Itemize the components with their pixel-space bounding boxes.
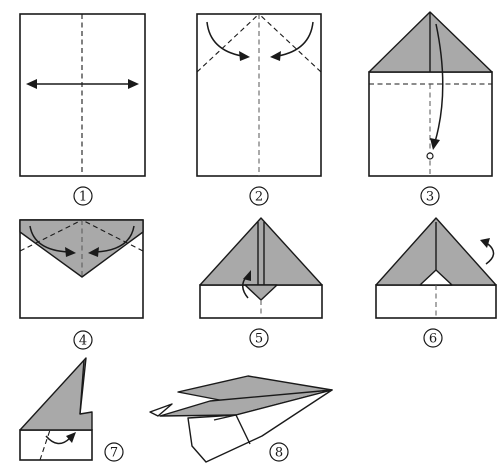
left-fold-line: [19, 219, 83, 252]
step-4-label: 4: [79, 334, 87, 349]
wing-fold-line: [39, 429, 51, 461]
step-3-diagram: [368, 11, 493, 177]
step-1-diagram: [19, 13, 146, 177]
right-fold-line: [258, 13, 322, 73]
right-fold-line: [81, 219, 144, 252]
step-6-label: 6: [429, 332, 437, 347]
step-2-label: 2: [255, 190, 263, 205]
wing-tip: [149, 403, 173, 417]
half-folded-body: [19, 357, 93, 431]
step-5-label: 5: [255, 332, 263, 347]
step-8-label: 8: [275, 446, 283, 461]
curved-arrow-icon: [95, 225, 135, 253]
fold-back-arrow-icon: [485, 243, 495, 265]
left-fold-line: [196, 13, 260, 73]
step-8-number: 8: [269, 442, 289, 462]
step-5-number: 5: [249, 328, 269, 348]
curved-arrow-icon: [29, 225, 69, 253]
step-3-label: 3: [426, 190, 434, 205]
step-2-number: 2: [249, 186, 269, 206]
small-tip-flap: [244, 284, 278, 301]
target-point-icon: [426, 152, 434, 160]
step-6-number: 6: [423, 328, 443, 348]
step-4-diagram: [19, 219, 144, 319]
fold-down-arrow-icon: [434, 23, 444, 143]
step-5-diagram: [199, 217, 323, 319]
curved-arrow-icon: [206, 21, 243, 57]
step-4-number: 4: [73, 330, 93, 350]
step-1-label: 1: [79, 190, 87, 205]
step-2-diagram: [196, 13, 322, 177]
step-7-number: 7: [104, 442, 124, 462]
step-6-diagram: [375, 217, 497, 319]
folded-wings: [199, 217, 323, 286]
step-1-number: 1: [73, 186, 93, 206]
paper-sheet: [19, 429, 93, 461]
curved-arrow-icon: [45, 435, 71, 445]
curved-arrow-icon: [277, 21, 314, 57]
step-7-diagram: [19, 357, 93, 461]
step-3-number: 3: [420, 186, 440, 206]
step-8-diagram: [149, 375, 333, 463]
step-7-label: 7: [110, 446, 118, 461]
